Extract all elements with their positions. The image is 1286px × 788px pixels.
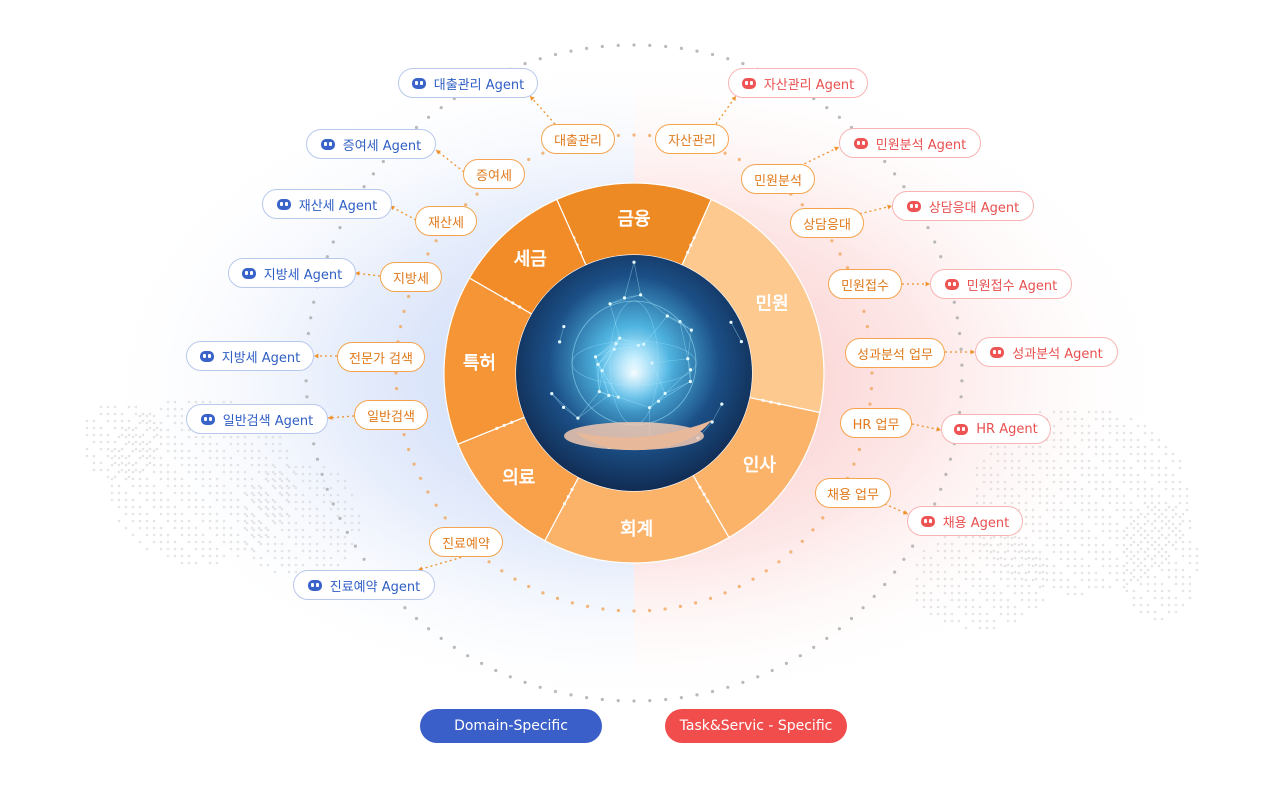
agent-pill-performance[interactable]: 성과분석 Agent	[975, 337, 1118, 367]
robot-face-icon	[321, 139, 335, 150]
agent-label: 진료예약 Agent	[330, 576, 420, 595]
agent-pill-recruit[interactable]: 채용 Agent	[907, 506, 1023, 536]
robot-face-icon	[954, 424, 968, 435]
agent-pill-general-search[interactable]: 일반검색 Agent	[186, 404, 328, 434]
agent-label: 증여세 Agent	[343, 135, 422, 154]
segment-label-civil: 민원	[756, 294, 789, 315]
task-pill-performance[interactable]: 성과분석 업무	[845, 338, 945, 368]
robot-face-icon	[907, 201, 921, 212]
agent-pill-civil-intake[interactable]: 민원접수 Agent	[930, 269, 1072, 299]
robot-face-icon	[308, 580, 322, 591]
agent-label: 민원분석 Agent	[876, 134, 966, 153]
segment-label-hr: 인사	[743, 455, 777, 476]
agent-pill-consulting[interactable]: 상담응대 Agent	[892, 191, 1034, 221]
agent-pill-expert-search[interactable]: 지방세 Agent	[186, 341, 314, 371]
segment-label-finance: 금융	[617, 209, 650, 230]
legend-task-specific: Task&Servic - Specific	[665, 709, 847, 743]
agent-label: 상담응대 Agent	[929, 197, 1019, 216]
agent-pill-civil-analysis[interactable]: 민원분석 Agent	[839, 128, 981, 158]
robot-face-icon	[742, 78, 756, 89]
agent-pill-hr[interactable]: HR Agent	[941, 414, 1051, 444]
task-pill-civil-analysis[interactable]: 민원분석	[741, 164, 815, 194]
task-pill-asset[interactable]: 자산관리	[655, 124, 729, 154]
robot-face-icon	[277, 199, 291, 210]
task-pill-general-search[interactable]: 일반검색	[354, 400, 428, 430]
agent-label: 채용 Agent	[943, 512, 1010, 531]
robot-face-icon	[945, 279, 959, 290]
legend-domain-specific: Domain-Specific	[420, 709, 602, 743]
task-pill-consulting[interactable]: 상담응대	[790, 208, 864, 238]
agent-label: 일반검색 Agent	[223, 410, 313, 429]
task-pill-property-tax[interactable]: 재산세	[415, 206, 477, 236]
task-pill-medical-reservation[interactable]: 진료예약	[429, 527, 503, 557]
agent-label: 자산관리 Agent	[764, 74, 854, 93]
agent-label: 재산세 Agent	[299, 195, 378, 214]
robot-face-icon	[200, 351, 214, 362]
task-pill-civil-intake[interactable]: 민원접수	[828, 269, 902, 299]
center-globe-image	[516, 255, 752, 491]
agent-label: 지방세 Agent	[264, 264, 343, 283]
robot-face-icon	[921, 516, 935, 527]
agent-label: HR Agent	[976, 422, 1037, 437]
segment-label-accounting: 회계	[620, 519, 653, 540]
robot-face-icon	[412, 78, 426, 89]
robot-face-icon	[201, 414, 215, 425]
agent-label: 민원접수 Agent	[967, 275, 1057, 294]
agent-label: 대출관리 Agent	[434, 74, 524, 93]
agent-label: 성과분석 Agent	[1012, 343, 1102, 362]
agent-pill-gift-tax[interactable]: 증여세 Agent	[306, 129, 436, 159]
task-pill-local-tax[interactable]: 지방세	[380, 262, 442, 292]
task-pill-hr[interactable]: HR 업무	[840, 408, 912, 438]
robot-face-icon	[854, 138, 868, 149]
task-pill-gift-tax[interactable]: 증여세	[463, 159, 525, 189]
agent-label: 지방세 Agent	[222, 347, 301, 366]
task-pill-loan[interactable]: 대출관리	[541, 124, 615, 154]
task-pill-recruit[interactable]: 채용 업무	[815, 478, 891, 508]
agent-pill-medical-reservation[interactable]: 진료예약 Agent	[293, 570, 435, 600]
segment-label-tax: 세금	[514, 249, 547, 270]
agent-pill-asset[interactable]: 자산관리 Agent	[728, 68, 868, 98]
agent-pill-local-tax[interactable]: 지방세 Agent	[228, 258, 356, 288]
segment-label-medical: 의료	[502, 468, 535, 489]
robot-face-icon	[242, 268, 256, 279]
robot-face-icon	[990, 347, 1004, 358]
agent-pill-loan[interactable]: 대출관리 Agent	[398, 68, 538, 98]
segment-label-patent: 특허	[463, 353, 496, 374]
agent-pill-property-tax[interactable]: 재산세 Agent	[262, 189, 392, 219]
task-pill-expert-search[interactable]: 전문가 검색	[337, 342, 425, 372]
